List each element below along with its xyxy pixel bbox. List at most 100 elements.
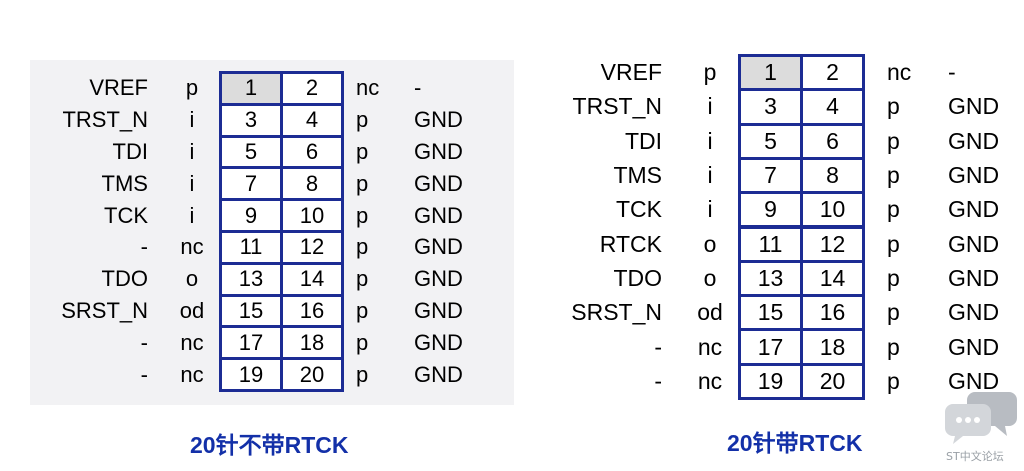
pin-even-type: p bbox=[887, 127, 900, 154]
pin-cell: 4 bbox=[283, 105, 341, 135]
pin-even-name: GND bbox=[414, 139, 463, 164]
pin-even-name: GND bbox=[948, 162, 1000, 189]
pin-cell: 14 bbox=[283, 264, 341, 294]
pin-even-type: p bbox=[887, 230, 900, 257]
signal-name: TRST_N bbox=[572, 93, 662, 120]
signal-name: RTCK bbox=[599, 230, 662, 257]
chat-bubbles-icon bbox=[945, 392, 1017, 444]
pin-even-name: GND bbox=[414, 202, 463, 228]
pin-cell: 18 bbox=[803, 331, 862, 363]
pin-even-type: p bbox=[356, 202, 369, 228]
pin-even-type: p bbox=[356, 170, 369, 196]
signal-type: i bbox=[189, 139, 195, 164]
pin-cell: 9 bbox=[741, 194, 800, 226]
pin-cell: 8 bbox=[283, 169, 341, 199]
pin-cell: 17 bbox=[741, 331, 800, 363]
pin-even-type: p bbox=[887, 299, 900, 326]
signal-name: TDO bbox=[101, 266, 148, 292]
pin-even-name: GND bbox=[948, 333, 1000, 360]
pin-cell: 2 bbox=[803, 57, 862, 89]
pin-even-name: - bbox=[414, 75, 422, 101]
signal-name: TCK bbox=[104, 202, 148, 228]
pin-even-type: p bbox=[356, 361, 369, 387]
pin-cell: 19 bbox=[222, 360, 280, 389]
pin-cell: 1 bbox=[222, 74, 280, 103]
pin-even-type: p bbox=[356, 298, 369, 323]
signal-type: nc bbox=[697, 333, 723, 360]
signal-type: i bbox=[707, 196, 713, 223]
right-caption: 20针带RTCK bbox=[727, 430, 863, 456]
pin-cell: 2 bbox=[283, 74, 341, 103]
signal-type: nc bbox=[180, 234, 204, 260]
signal-type: nc bbox=[180, 329, 204, 355]
pin-even-name: GND bbox=[948, 196, 1000, 223]
signal-name: SRST_N bbox=[61, 298, 148, 323]
pin-cell: 5 bbox=[222, 137, 280, 167]
pin-even-type: p bbox=[887, 196, 900, 223]
signal-name: TCK bbox=[616, 196, 662, 223]
signal-type: o bbox=[703, 230, 717, 257]
pin-even-name: GND bbox=[414, 329, 463, 355]
signal-type: i bbox=[189, 202, 195, 228]
signal-name: TMS bbox=[101, 170, 148, 196]
pin-cell: 13 bbox=[222, 264, 280, 294]
signal-name: - bbox=[654, 367, 662, 394]
pin-cell: 13 bbox=[741, 262, 800, 295]
pin-cell: 17 bbox=[222, 328, 280, 358]
pin-even-name: GND bbox=[414, 234, 463, 260]
pin-cell: 19 bbox=[741, 365, 800, 397]
pin-cell: 11 bbox=[222, 233, 280, 262]
signal-type: p bbox=[185, 75, 199, 101]
signal-name: TDO bbox=[613, 264, 662, 291]
signal-name: SRST_N bbox=[571, 299, 662, 326]
pin-even-type: p bbox=[356, 107, 369, 133]
pin-even-type: p bbox=[887, 367, 900, 394]
pin-cell: 18 bbox=[283, 328, 341, 358]
signal-type: o bbox=[703, 264, 717, 291]
pin-cell: 9 bbox=[222, 201, 280, 230]
signal-type: i bbox=[707, 162, 713, 189]
pin-even-type: nc bbox=[887, 59, 912, 86]
pin-cell: 14 bbox=[803, 262, 862, 295]
pin-cell: 20 bbox=[803, 365, 862, 397]
pin-even-name: GND bbox=[414, 298, 463, 323]
pin-even-type: p bbox=[356, 139, 369, 164]
signal-name: TDI bbox=[112, 139, 148, 164]
pin-cell: 6 bbox=[803, 125, 862, 157]
signal-name: - bbox=[140, 234, 148, 260]
pin-cell: 5 bbox=[741, 125, 800, 157]
pin-even-type: p bbox=[356, 266, 369, 292]
signal-name: - bbox=[140, 329, 148, 355]
pin-even-name: - bbox=[948, 59, 956, 86]
signal-type: nc bbox=[697, 367, 723, 394]
pin-even-type: nc bbox=[356, 75, 380, 101]
signal-type: i bbox=[707, 93, 713, 120]
pin-cell: 7 bbox=[741, 159, 800, 192]
pin-cell: 4 bbox=[803, 91, 862, 123]
pin-even-name: GND bbox=[414, 170, 463, 196]
signal-name: - bbox=[140, 361, 148, 387]
pin-even-type: p bbox=[887, 93, 900, 120]
pin-cell: 3 bbox=[741, 91, 800, 123]
pin-even-name: GND bbox=[948, 367, 1000, 394]
pin-cell: 16 bbox=[283, 296, 341, 326]
pin-cell: 12 bbox=[803, 228, 862, 260]
signal-type: nc bbox=[180, 361, 204, 387]
signal-name: TMS bbox=[613, 162, 662, 189]
pin-even-type: p bbox=[356, 329, 369, 355]
pin-cell: 15 bbox=[222, 296, 280, 326]
signal-type: i bbox=[189, 170, 195, 196]
pin-cell: 7 bbox=[222, 169, 280, 199]
pin-cell: 16 bbox=[803, 297, 862, 329]
pin-cell: 1 bbox=[741, 57, 800, 89]
signal-type: p bbox=[703, 59, 717, 86]
watermark-text: ST中文论坛 bbox=[946, 450, 1004, 463]
pin-cell: 12 bbox=[283, 233, 341, 262]
signal-name: VREF bbox=[600, 59, 662, 86]
pin-cell: 3 bbox=[222, 105, 280, 135]
pin-cell: 15 bbox=[741, 297, 800, 329]
pin-cell: 6 bbox=[283, 137, 341, 167]
pin-even-type: p bbox=[887, 333, 900, 360]
pin-even-name: GND bbox=[948, 93, 1000, 120]
